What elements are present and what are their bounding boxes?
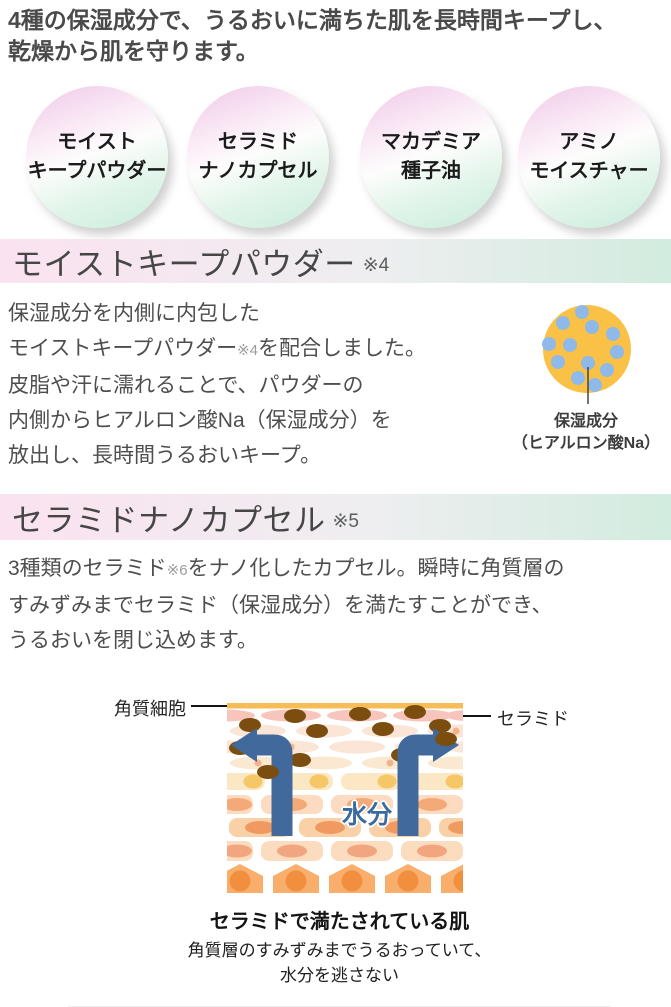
skin-figure-panel: 角質細胞 セラミド [68, 677, 611, 1006]
section-title: モイストキープパウダー [12, 246, 356, 282]
ceramide-pointer-line [461, 715, 491, 717]
section-header-moist-keep-powder: モイストキープパウダー ※4 [0, 239, 671, 283]
corneocyte-label: 角質細胞 [114, 699, 186, 719]
moisture-arrows [255, 734, 435, 836]
powder-ball-illustration [542, 305, 631, 404]
section-ref-mark: ※5 [332, 510, 359, 532]
body-text-segment: を配合しました。 皮脂や汗に濡れることで、パウダーの 内側からヒアルロン酸Na（… [8, 337, 427, 467]
ingredient-circle-ceramide-nanocapsule: セラミド ナノカプセル [187, 86, 329, 228]
powder-figure: 保湿成分 （ヒアルロン酸Na） [500, 303, 671, 455]
moisture-label: 水分 [342, 801, 393, 829]
ingredient-circle-label: アミノ モイスチャー [529, 131, 649, 182]
ref-mark-inline: ※6 [166, 562, 188, 579]
page-title: 4種の保湿成分で、うるおいに満ちた肌を長時間キープし、 乾燥から肌を守ります。 [8, 7, 617, 64]
body-text-segment: 保湿成分を内側に内包した モイストキープパウダー [8, 302, 260, 360]
ingredient-circle-moist-keep-powder: モイスト キープパウダー [26, 86, 168, 228]
section-ref-mark: ※4 [362, 254, 390, 276]
ingredient-circle-label: モイスト キープパウダー [27, 131, 167, 182]
ceramide-body-text: 3種類のセラミド※6をナノ化したカプセル。瞬時に角質層の すみずみまでセラミド（… [8, 551, 668, 658]
moist-keep-body-text: 保湿成分を内側に内包した モイストキープパウダー※4を配合しました。 皮脂や汗に… [8, 296, 528, 473]
moisture-dots [542, 305, 624, 392]
ref-mark-inline: ※4 [237, 342, 259, 359]
skin-illustration [227, 703, 463, 893]
corneocyte-pointer-line [191, 705, 227, 707]
body-text-segment: 3種類のセラミド [8, 557, 167, 580]
section-header-ceramide-nanocapsule: セラミドナノカプセル ※5 [0, 494, 671, 540]
section-title: セラミドナノカプセル [12, 502, 326, 538]
body-text-segment: をナノ化したカプセル。瞬時に角質層の すみずみまでセラミド（保湿成分）を満たすこ… [8, 557, 565, 652]
powder-figure-label: 保湿成分 （ヒアルロン酸Na） [511, 413, 661, 452]
ingredient-circle-amino-moisture: アミノ モイスチャー [518, 86, 660, 228]
skin-subcaption: 角質層のすみずみまでうるおっていて、 水分を逃さない [187, 941, 492, 985]
ceramide-dots [229, 705, 451, 767]
ingredient-circle-label: セラミド ナノカプセル [198, 131, 318, 182]
ceramide-label: セラミド [497, 709, 569, 729]
skin-caption: セラミドで満たされている肌 [209, 911, 470, 933]
ingredient-circle-macadamia-seed-oil: マカデミア 種子油 [360, 86, 502, 228]
ingredient-circle-label: マカデミア 種子油 [381, 131, 481, 182]
